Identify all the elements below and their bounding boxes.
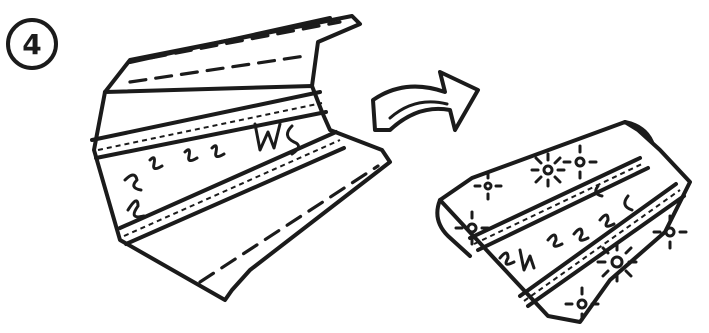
flat-fabric-panel	[92, 16, 390, 300]
flower-icon	[654, 216, 686, 248]
fold-arrow-icon	[373, 72, 478, 130]
flower-icon	[532, 154, 564, 186]
stitch-line	[150, 22, 340, 58]
stitch-line	[130, 56, 305, 82]
flower-icon	[598, 243, 636, 281]
stitch-line	[200, 166, 378, 282]
step-number-badge: 4	[8, 20, 56, 68]
rolled-fabric-panel	[437, 122, 690, 322]
step-number: 4	[22, 28, 41, 61]
flower-icon	[564, 146, 596, 178]
flower-icon	[566, 288, 598, 320]
